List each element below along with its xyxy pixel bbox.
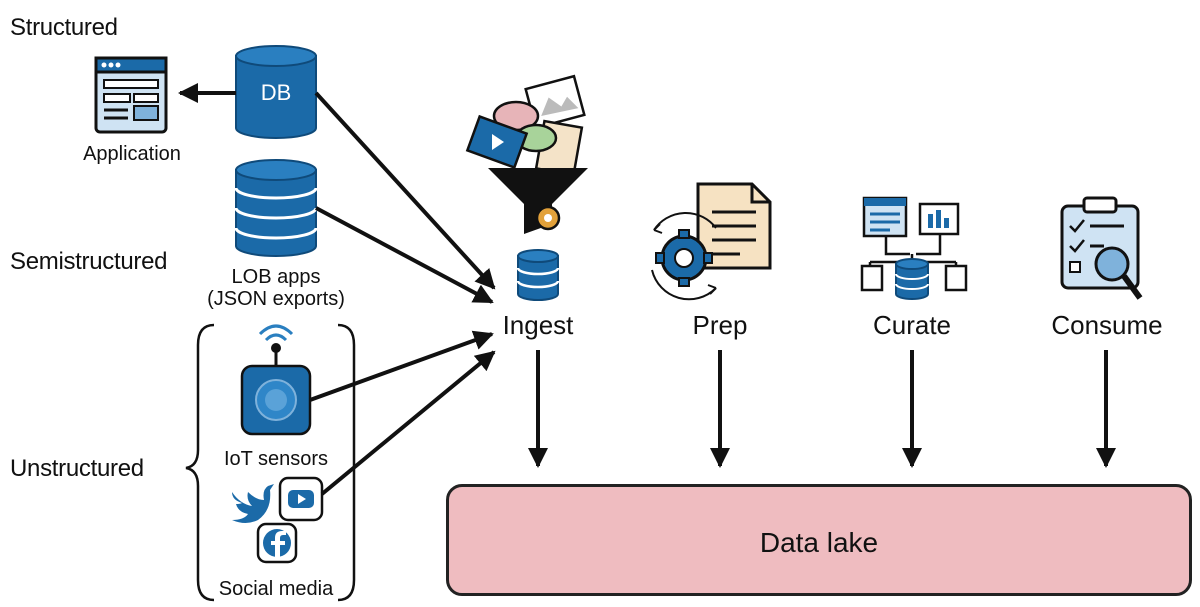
data-lake-box: Data lake (446, 484, 1192, 596)
unstructured-brace-left (185, 323, 215, 602)
stage-prep: Prep (692, 310, 748, 340)
arrow-iot-to-ingest (309, 330, 494, 402)
source-lob-label-line1: LOB apps (231, 266, 321, 288)
arrow-db-to-ingest (314, 91, 496, 290)
category-semistructured: Semistructured (10, 248, 168, 275)
category-unstructured: Unstructured (10, 455, 144, 482)
source-iot-label: IoT sensors (223, 448, 329, 470)
iot-sensor-icon (240, 324, 312, 436)
stage-curate: Curate (872, 310, 952, 340)
database-icon (235, 45, 317, 139)
arrow-social-to-ingest (320, 350, 496, 496)
stage-ingest: Ingest (502, 310, 574, 340)
source-lob-label-line2: (JSON exports) (207, 288, 345, 310)
document-gear-icon (651, 182, 772, 301)
source-application-label: Application (83, 143, 181, 165)
db-label: DB (260, 80, 292, 105)
app-window-icon (94, 56, 168, 134)
facebook-icon (256, 522, 298, 564)
clipboard-search-icon (1060, 196, 1143, 300)
data-network-icon (860, 196, 968, 300)
category-structured: Structured (10, 14, 118, 41)
stage-consume: Consume (1051, 310, 1163, 340)
data-lake-label: Data lake (759, 527, 879, 558)
funnel-icon (465, 74, 588, 301)
source-social-label: Social media (218, 578, 334, 600)
unstructured-brace-right (337, 323, 356, 602)
youtube-icon (278, 476, 324, 522)
stacked-database-icon (234, 159, 318, 257)
arrow-lob-to-ingest (315, 206, 494, 304)
twitter-icon (232, 484, 274, 523)
